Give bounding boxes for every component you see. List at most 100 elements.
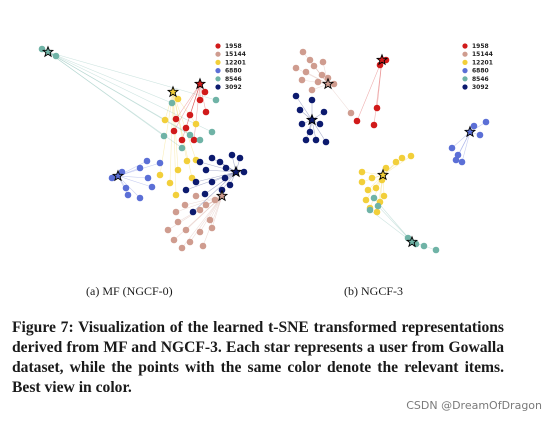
item-point [186,238,194,246]
item-point [189,208,197,216]
item-point [392,158,400,166]
item-point [174,166,182,174]
link-line [204,171,237,195]
item-point [312,136,320,144]
item-point [202,201,210,209]
item-point [358,178,366,186]
link-line [382,155,412,176]
legend-label: 6880 [225,68,242,75]
link-line [175,83,201,120]
link-line [373,59,383,126]
subfigure-a-mf-plot [38,45,248,252]
item-point [482,118,490,126]
item-point [182,186,190,194]
legend-label: 1958 [472,43,489,50]
link-line [192,171,237,213]
item-point [374,202,382,210]
item-point [320,108,328,116]
link-line [199,195,223,233]
item-point [373,104,381,112]
link-line [461,131,471,163]
item-point [190,136,198,144]
item-point [160,132,168,140]
item-point [420,242,428,250]
item-point [182,226,190,234]
item-point [358,168,366,176]
subfigure-a-caption: (a) MF (NGCF-0) [86,284,173,298]
item-point [143,157,151,165]
item-point [196,206,204,214]
item-point [407,152,415,160]
item-point [370,194,378,202]
item-point [370,121,378,129]
item-point [376,61,384,69]
link-line [117,175,153,188]
link-line [199,83,207,113]
legend-label: 3092 [472,84,489,91]
user-star-marker [321,77,335,90]
item-point [208,154,216,162]
item-point [161,116,169,124]
item-point [308,96,316,104]
item-point [192,120,200,128]
link-line [169,91,174,184]
item-point [404,234,412,242]
item-point [202,166,210,174]
item-point [201,190,209,198]
legend-label: 3092 [225,84,242,91]
link-line [172,91,177,196]
item-point [353,117,361,125]
link-line [327,83,352,114]
item-point [201,88,209,96]
item-point [432,246,440,254]
item-point [172,115,180,123]
link-line [47,51,183,149]
item-point [368,174,376,182]
item-point [136,194,144,202]
legend-label: 8546 [472,76,489,83]
item-point [470,122,478,130]
item-point [208,128,216,136]
item-point [226,181,234,189]
link-line [189,195,223,243]
figure-caption: Figure 7: Visualization of the learned t… [12,319,504,396]
item-point [318,71,326,79]
user-star-marker [166,85,180,98]
link-line [47,51,217,101]
item-point [136,164,144,172]
legend-marker [462,59,468,65]
item-point [174,218,182,226]
legend-label: 1958 [225,43,242,50]
item-point [236,154,244,162]
item-point [382,164,390,172]
legend-label: 15144 [225,51,246,58]
item-point [302,136,310,144]
link-line [311,119,317,141]
link-line [356,59,383,122]
item-point [183,157,191,165]
legend-label: 12201 [472,59,493,66]
user-star-marker [405,235,419,248]
item-point [330,80,338,88]
item-point [458,158,466,166]
item-point [316,120,324,128]
legend-marker [215,84,221,90]
item-point [299,48,307,56]
item-point [319,58,327,66]
item-point [170,127,178,135]
item-point [308,86,316,94]
legend-label: 6880 [472,68,489,75]
legend-label: 12201 [225,59,246,66]
item-point [208,178,216,186]
item-point [174,95,182,103]
item-point [192,178,200,186]
item-point [362,196,370,204]
item-point [296,106,304,114]
item-point [372,184,380,192]
item-point [108,174,116,182]
item-point [228,151,236,159]
link-line [199,161,237,173]
item-point [306,128,314,136]
item-point [366,206,374,214]
item-point [148,183,156,191]
